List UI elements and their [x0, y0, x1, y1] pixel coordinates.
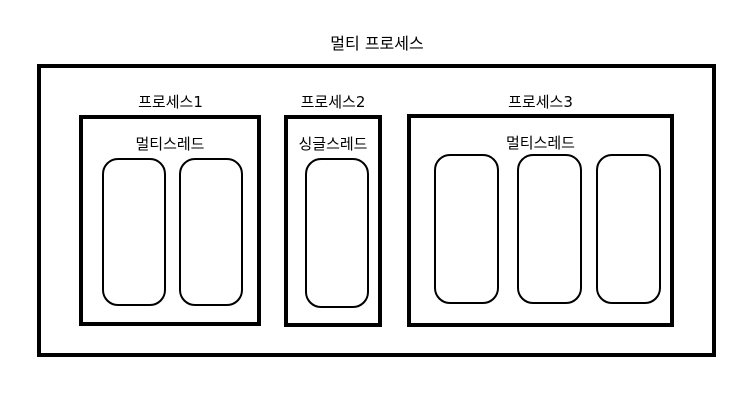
process-1-thread-1 — [102, 158, 166, 306]
process-3-thread-type: 멀티스레드 — [505, 134, 575, 152]
process-3-box: 멀티스레드 — [407, 114, 674, 327]
process-3-thread-2 — [517, 154, 582, 304]
process-3-label: 프로세스3 — [508, 93, 573, 111]
process-1-label: 프로세스1 — [138, 93, 203, 111]
process-3-thread-1 — [434, 154, 499, 304]
process-2-thread-1 — [305, 158, 369, 308]
process-1-box: 멀티스레드 — [79, 115, 261, 326]
process-2-box: 싱글스레드 — [284, 115, 382, 327]
process-3-thread-3 — [596, 154, 661, 304]
multi-process-container — [37, 64, 716, 357]
process-1-thread-2 — [179, 158, 243, 306]
diagram-title: 멀티 프로세스 — [330, 34, 424, 53]
process-2-label: 프로세스2 — [300, 93, 366, 111]
process-1-thread-type: 멀티스레드 — [135, 135, 205, 153]
process-2-thread-type: 싱글스레드 — [298, 135, 368, 153]
